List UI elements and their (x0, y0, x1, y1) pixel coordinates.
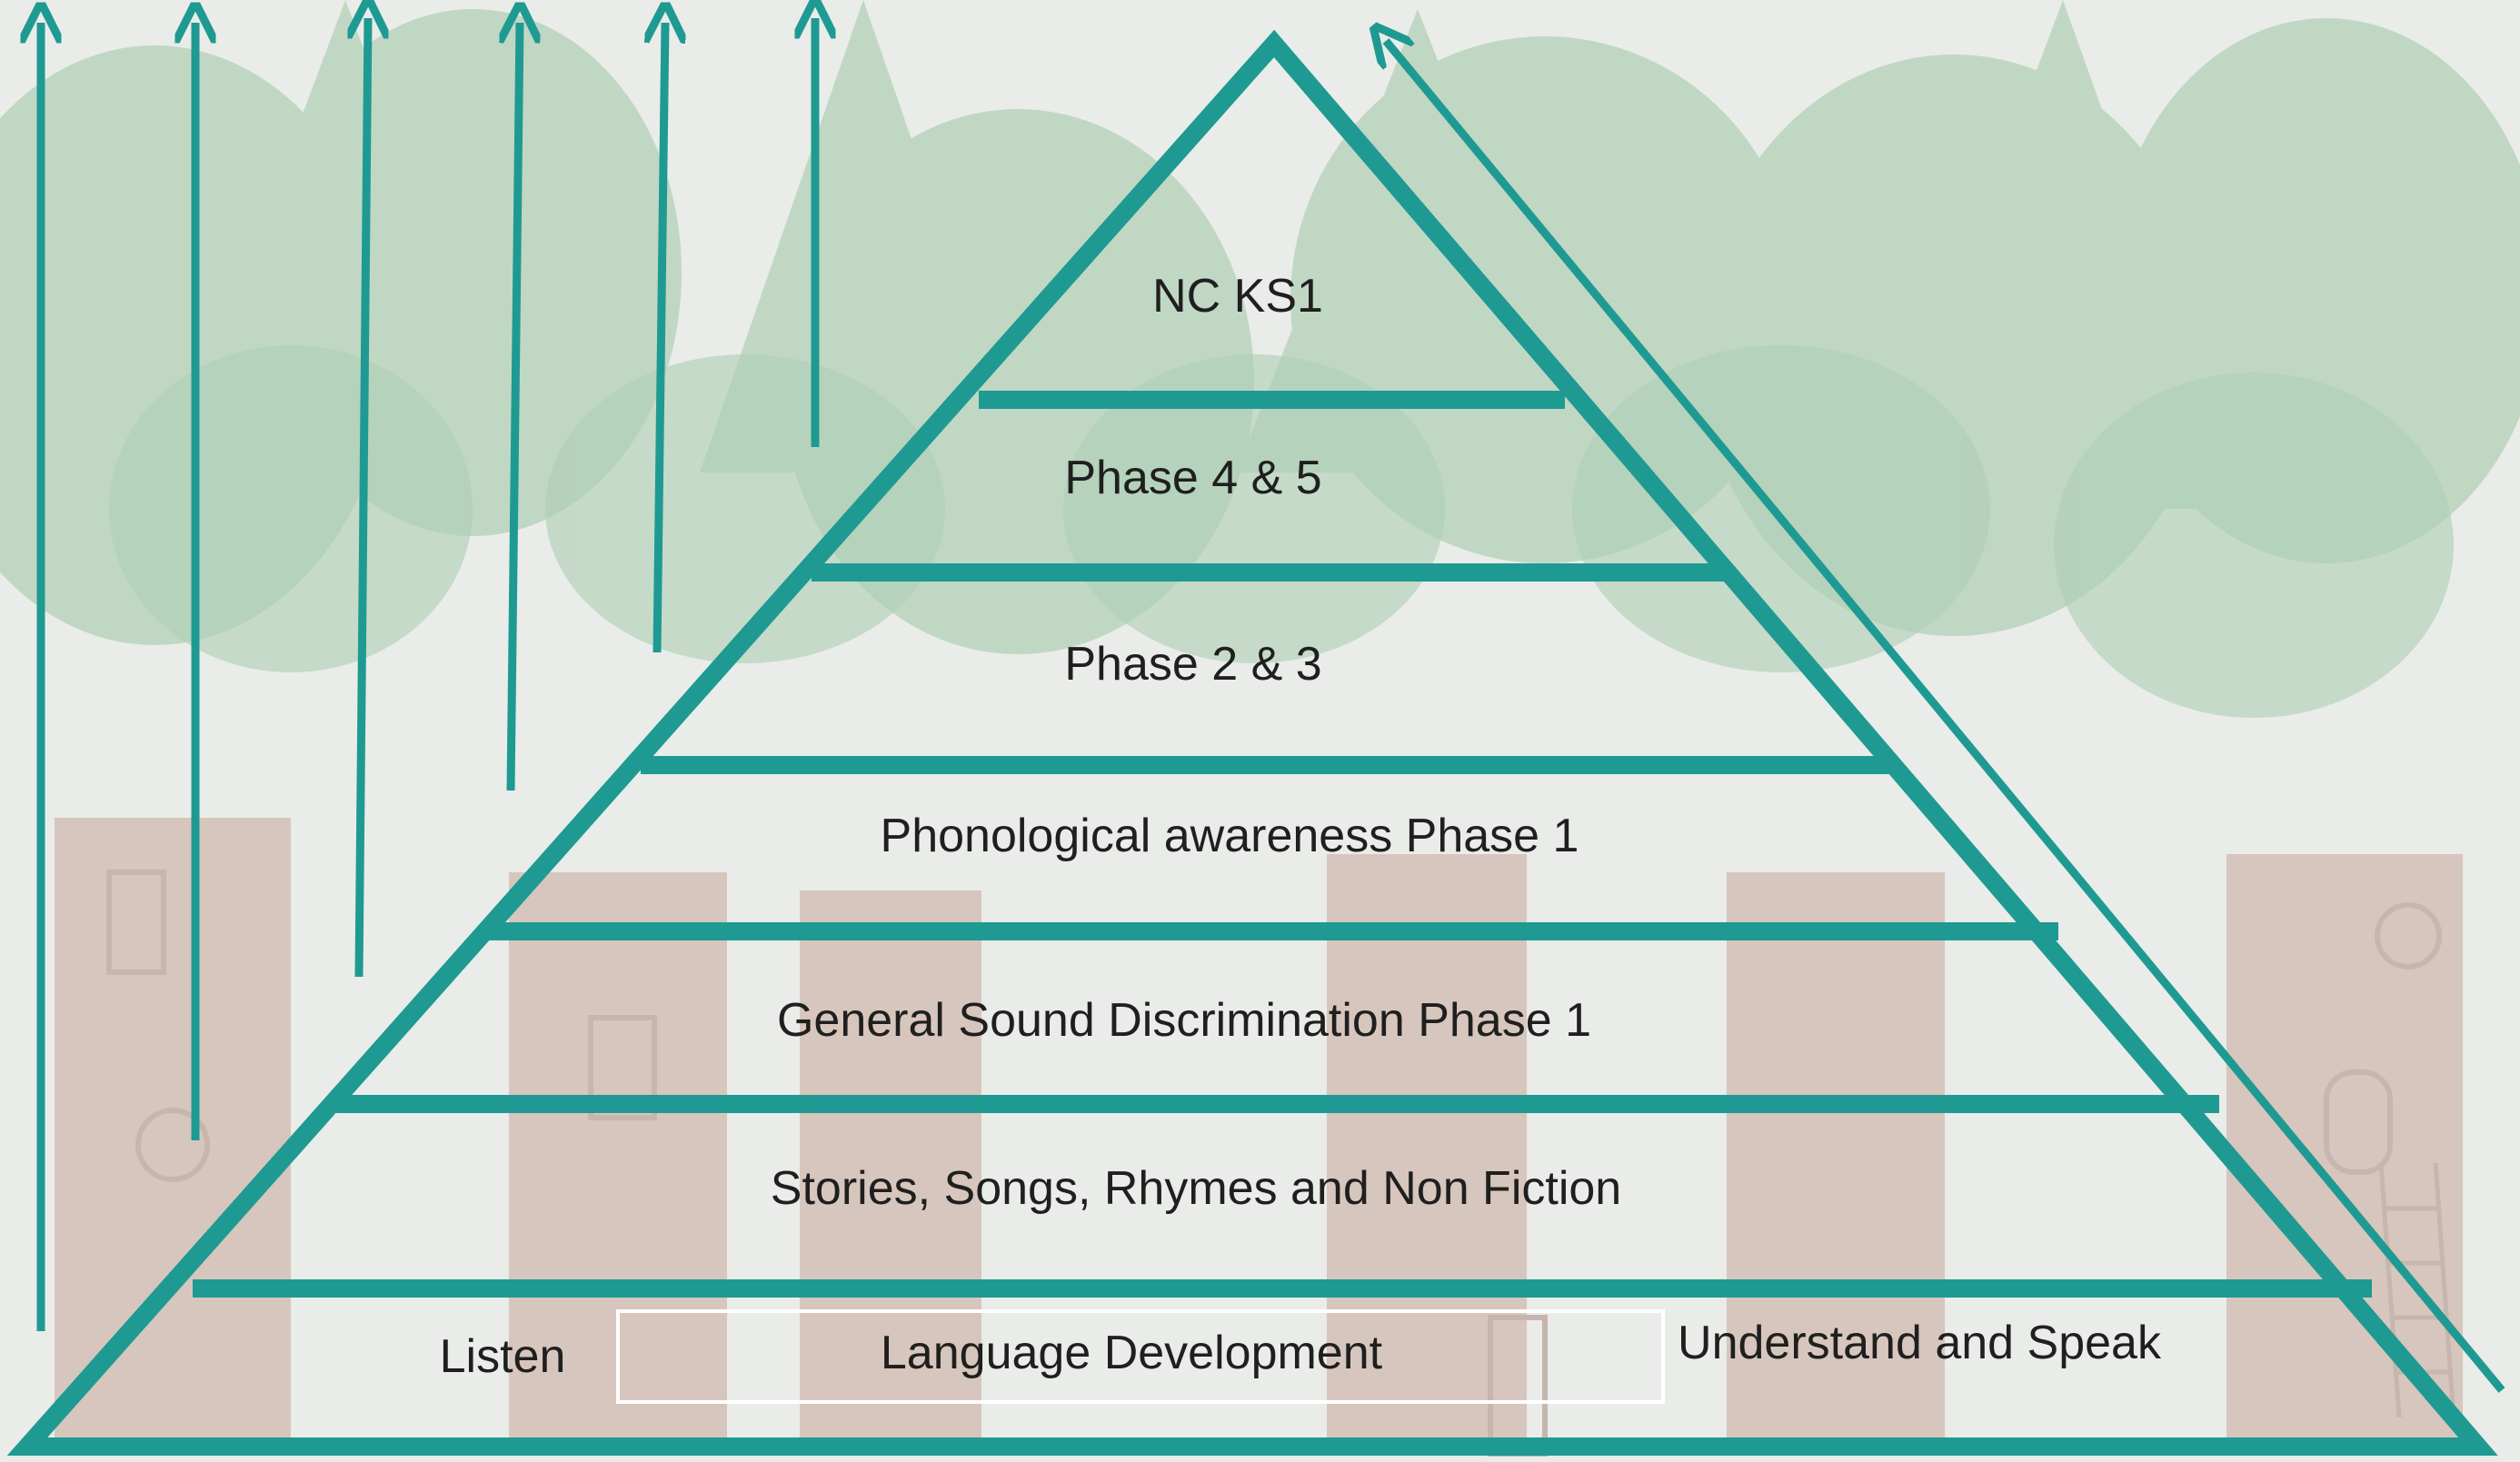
level-label-phonological-awareness: Phonological awareness Phase 1 (881, 810, 1579, 862)
side-arrow-icon (1386, 41, 2505, 1393)
level-label-general-sound-discrimination: General Sound Discrimination Phase 1 (777, 994, 1591, 1047)
pyramid (6, 29, 2498, 1456)
tree-icon (109, 345, 2454, 718)
language-development-box (616, 1309, 1665, 1404)
pyramid-outline (6, 29, 2498, 1456)
base-label-listen: Listen (440, 1330, 566, 1383)
level-label-phase-2-3: Phase 2 & 3 (1064, 638, 1321, 691)
upward-arrow-icon (359, 18, 368, 978)
upward-arrow-icon (657, 23, 665, 653)
upward-arrow-icon (511, 23, 520, 791)
base-label-understand-and-speak: Understand and Speak (1678, 1317, 2162, 1369)
treehouse-icon (55, 818, 2463, 1454)
level-label-phase-4-5: Phase 4 & 5 (1064, 452, 1321, 504)
upward-arrows (41, 18, 2505, 1393)
window-icon (106, 870, 2442, 1457)
level-label-nc-ks1: NC KS1 (1152, 270, 1323, 323)
level-label-language-development: Language Development (881, 1327, 1383, 1379)
level-label-stories-songs-rhymes: Stories, Songs, Rhymes and Non Fiction (771, 1162, 1621, 1215)
tree-icon (0, 0, 2520, 654)
